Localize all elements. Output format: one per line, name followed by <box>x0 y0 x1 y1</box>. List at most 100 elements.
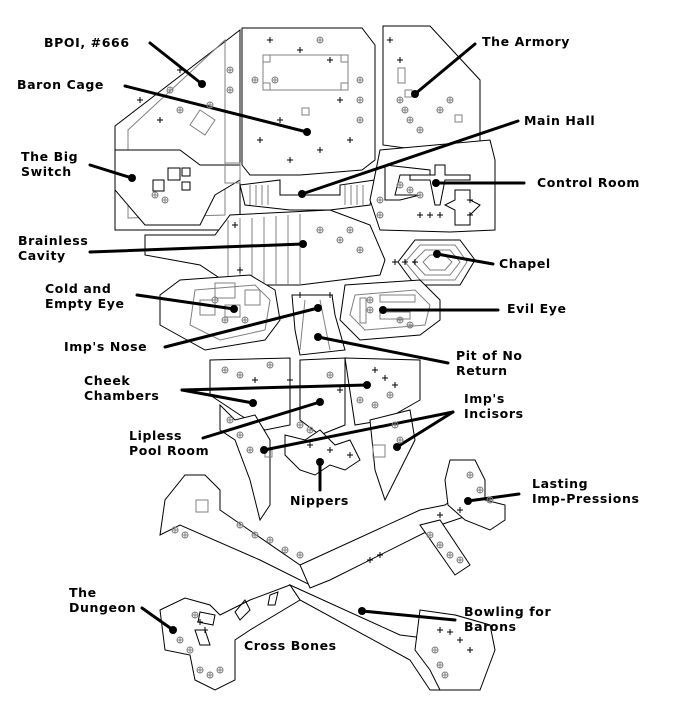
plus-marker <box>437 512 443 518</box>
ring-marker-cross <box>297 422 303 428</box>
ring-marker-cross <box>387 392 393 398</box>
ring-marker-cross <box>222 317 228 323</box>
plus-marker <box>382 375 388 381</box>
plus-marker <box>327 447 333 453</box>
ring-marker-cross <box>267 537 273 543</box>
ring-marker-cross <box>207 672 213 678</box>
plus-marker <box>377 552 383 558</box>
ring-marker-cross <box>337 237 343 243</box>
plus-marker <box>392 259 398 265</box>
ring-marker-cross <box>172 527 178 533</box>
label-baron-cage: Baron Cage <box>17 77 104 92</box>
ring-marker-cross <box>317 227 323 233</box>
plus-marker <box>177 67 183 73</box>
ring-marker-cross <box>207 102 213 108</box>
ring-marker-cross <box>237 432 243 438</box>
plus-marker <box>317 147 323 153</box>
plus-marker <box>437 627 443 633</box>
plus-marker <box>297 292 303 298</box>
ring-marker-cross <box>437 107 443 113</box>
plus-marker <box>197 619 203 625</box>
ring-marker-cross <box>437 542 443 548</box>
ring-marker-cross <box>372 402 378 408</box>
room-imps-incisors <box>369 409 416 502</box>
plus-marker <box>237 267 243 273</box>
label-evil-eye: Evil Eye <box>507 301 567 316</box>
ring-marker-cross <box>397 437 403 443</box>
ring-marker-cross <box>212 297 218 303</box>
ring-marker-cross <box>392 422 398 428</box>
plus-marker <box>457 507 463 513</box>
ring-marker-cross <box>167 87 173 93</box>
plus-marker <box>337 97 343 103</box>
ring-marker-cross <box>457 557 463 563</box>
ring-marker-cross <box>357 97 363 103</box>
plus-marker <box>467 197 473 203</box>
ring-marker-cross <box>177 637 183 643</box>
room-brainless-cavity <box>144 209 386 286</box>
room-the-dungeon <box>159 584 301 691</box>
ring-marker-cross <box>227 87 233 93</box>
ring-marker-cross <box>367 297 373 303</box>
plus-marker <box>427 212 433 218</box>
ring-marker-cross <box>307 427 313 433</box>
ring-marker-cross <box>407 187 413 193</box>
plus-marker <box>287 377 293 383</box>
plus-marker <box>347 137 353 143</box>
ring-marker-cross <box>317 37 323 43</box>
ring-marker-cross <box>447 97 453 103</box>
ring-marker-cross <box>237 372 243 378</box>
ring-marker-cross <box>477 487 483 493</box>
ring-marker-cross <box>357 117 363 123</box>
plus-marker <box>402 259 408 265</box>
ring-marker-cross <box>187 647 193 653</box>
ring-marker-cross <box>397 182 403 188</box>
room-the-armory <box>382 25 481 151</box>
plus-marker <box>307 442 313 448</box>
room-cheek-chambers <box>209 357 421 436</box>
ring-marker-cross <box>432 647 438 653</box>
plus-marker <box>417 212 423 218</box>
ring-marker-cross <box>152 192 158 198</box>
plus-marker <box>397 57 403 63</box>
plus-marker <box>267 37 273 43</box>
ring-marker-cross <box>357 397 363 403</box>
ring-marker-cross <box>417 127 423 133</box>
ring-marker-cross <box>347 227 353 233</box>
room-chapel <box>397 239 476 286</box>
ring-marker-cross <box>427 532 433 538</box>
plus-marker <box>277 117 283 123</box>
plus-marker <box>437 212 443 218</box>
ring-marker-cross <box>247 447 253 453</box>
ring-marker-cross <box>327 372 333 378</box>
ring-marker-cross <box>442 672 448 678</box>
plus-marker <box>387 37 393 43</box>
ring-marker-cross <box>217 667 223 673</box>
plus-marker <box>157 117 163 123</box>
label-bpoi: BPOI, #666 <box>44 35 130 50</box>
plus-marker <box>412 259 418 265</box>
room-main-hall <box>239 179 376 211</box>
label-cross-bones: Cross Bones <box>244 638 337 653</box>
ring-marker-cross <box>252 77 258 83</box>
ring-marker-cross <box>467 472 473 478</box>
room-control-room <box>369 139 496 233</box>
plus-marker <box>347 452 353 458</box>
ring-marker-cross <box>487 497 493 503</box>
ring-marker-cross <box>397 317 403 323</box>
ring-marker-cross <box>377 197 383 203</box>
plus-marker <box>287 157 293 163</box>
ring-marker-cross <box>357 77 363 83</box>
ring-marker-cross <box>252 532 258 538</box>
plus-marker <box>392 382 398 388</box>
label-chapel: Chapel <box>499 256 551 271</box>
plus-marker <box>467 212 473 218</box>
plus-marker <box>327 57 333 63</box>
